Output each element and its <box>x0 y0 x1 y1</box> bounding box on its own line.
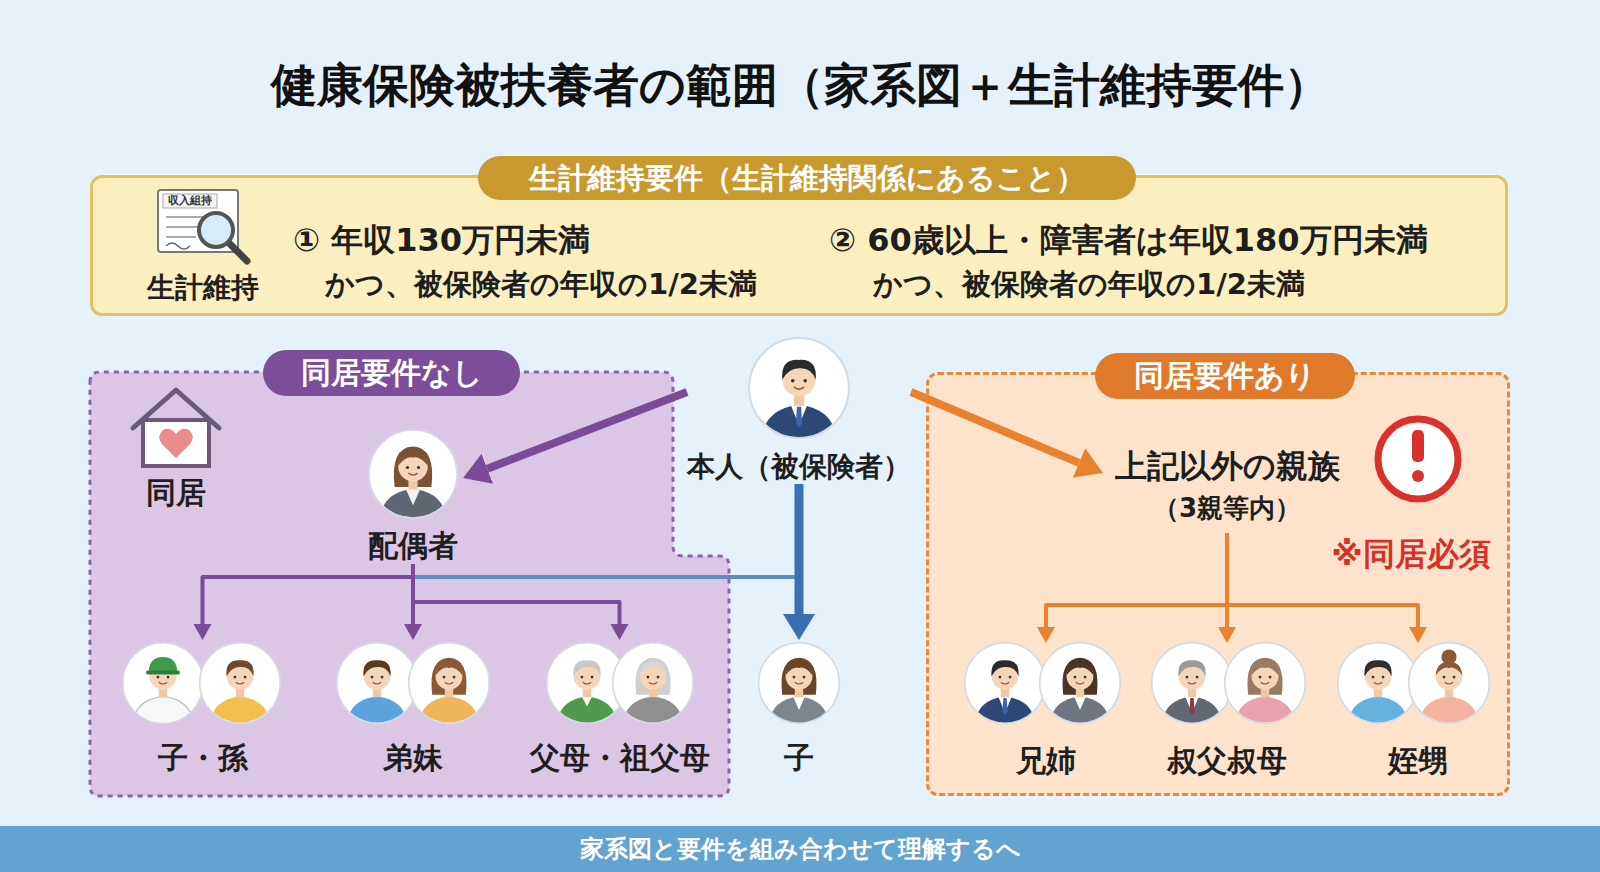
warning-note: ※同居必須 <box>1301 535 1521 573</box>
no-cohabitation-region: 同居要件なし同居配偶者子・孫弟妹父母・祖父母 <box>90 372 729 796</box>
diagram-title: 健康保険被扶養者の範囲（家系図＋生計維持要件） <box>0 58 1600 113</box>
person-label: 父母・祖父母 <box>522 740 717 776</box>
family-arrow <box>413 564 620 624</box>
avatar <box>965 643 1046 725</box>
person-label: 配偶者 <box>363 528 463 564</box>
family-link-line <box>413 575 799 579</box>
person-node: 兄姉 <box>961 643 1131 779</box>
icon-label: 生計維持 <box>138 271 268 305</box>
section-tab: 同居要件なし <box>263 350 520 396</box>
group-heading: 上記以外の親族 <box>1103 447 1351 485</box>
person-node: 父母・祖父母 <box>522 640 717 776</box>
person-node: 弟妹 <box>332 640 494 776</box>
requirement-body: かつ、被保険者の年収の1/2未満 <box>873 267 1305 302</box>
person-label: 姪甥 <box>1333 743 1503 779</box>
requirement-band: 生計維持要件（生計維持関係にあること）生計維持① 年収130万円未満かつ、被保険… <box>90 175 1508 316</box>
family-arrow <box>1225 533 1229 627</box>
section-tab: 同居要件あり <box>1095 353 1355 399</box>
region-outline <box>90 372 729 796</box>
alert-icon <box>1378 419 1458 499</box>
avatar <box>337 643 418 725</box>
avatar <box>123 643 204 725</box>
person-node: 本人（被保険者） <box>687 334 911 484</box>
family-arrow <box>411 564 415 624</box>
avatar <box>200 643 281 725</box>
avatar <box>759 643 840 725</box>
relative-group-node: 上記以外の親族 （3親等内） <box>1103 443 1351 533</box>
house-icon <box>133 390 219 466</box>
avatar <box>749 338 849 440</box>
family-arrow <box>203 564 414 624</box>
family-arrow <box>795 484 804 614</box>
group-subheading: （3親等内） <box>1103 493 1351 524</box>
person-node: 姪甥 <box>1333 643 1503 779</box>
person-label: 本人（被保険者） <box>687 450 911 484</box>
person-node: 配偶者 <box>363 426 463 564</box>
requirement-body: かつ、被保険者の年収の1/2未満 <box>325 267 757 302</box>
avatar <box>1338 643 1419 725</box>
person-label: 叔父叔母 <box>1142 743 1312 779</box>
requirement-heading: ① 年収130万円未満 <box>293 221 590 259</box>
avatar <box>613 643 694 725</box>
person-node: 子・孫 <box>120 640 285 776</box>
person-avatars <box>123 338 1490 725</box>
avatar <box>1409 643 1490 725</box>
family-arrow <box>487 392 687 469</box>
avatar <box>1040 643 1121 725</box>
family-arrow <box>1046 533 1227 627</box>
avatar <box>1225 643 1306 725</box>
person-node: 子 <box>755 640 843 776</box>
icon-label: 同居 <box>131 475 221 511</box>
family-arrow <box>1227 533 1418 627</box>
region-shape <box>90 372 729 796</box>
magnifier-icon <box>199 213 247 261</box>
section-tab: 生計維持要件（生計維持関係にあること） <box>478 156 1136 200</box>
person-node: 叔父叔母 <box>1142 643 1312 779</box>
avatar <box>369 430 457 520</box>
caption-band: 家系図と要件を組み合わせて理解するへ <box>0 826 1600 872</box>
person-label: 子 <box>755 740 843 776</box>
requirement-heading: ② 60歳以上・障害者は年収180万円未満 <box>829 221 1428 259</box>
family-arrow <box>911 392 1079 463</box>
avatar <box>409 643 490 725</box>
avatar <box>1152 643 1233 725</box>
document-icon <box>158 190 238 252</box>
avatar <box>547 643 628 725</box>
person-label: 兄姉 <box>961 743 1131 779</box>
person-label: 子・孫 <box>120 740 285 776</box>
cohabitation-region: 同居要件あり※同居必須上記以外の親族（3親等内）兄姉叔父叔母姪甥 <box>926 372 1510 796</box>
person-label: 弟妹 <box>332 740 494 776</box>
